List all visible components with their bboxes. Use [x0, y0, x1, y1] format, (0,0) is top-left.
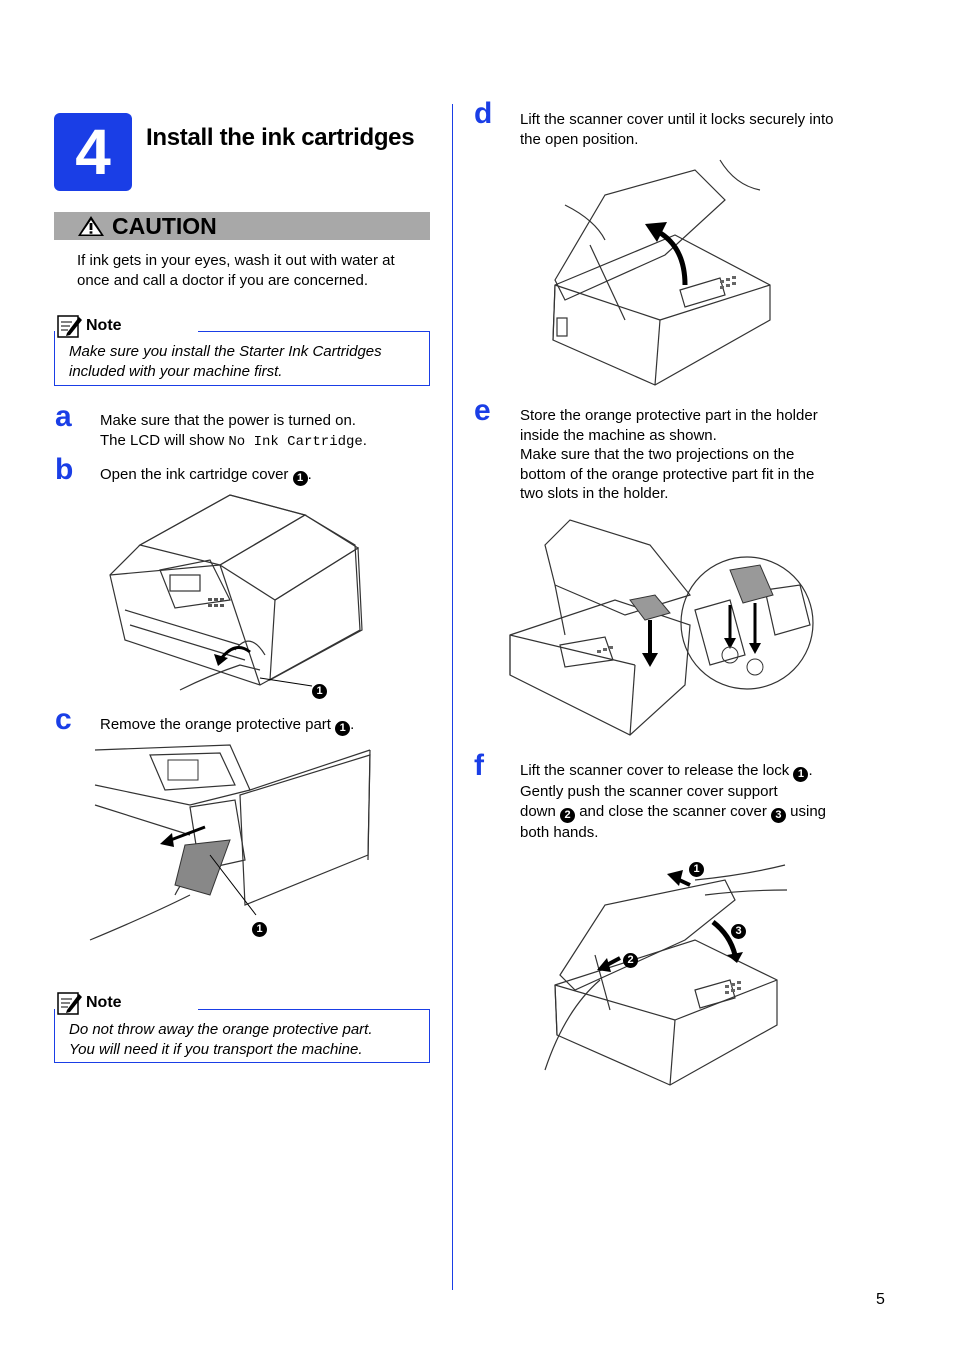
- figure-callout-f2: 2: [623, 953, 638, 968]
- step-letter-d: d: [474, 97, 493, 130]
- printer-illustration-f: [544, 864, 788, 1086]
- step-letter-e: e: [474, 394, 491, 427]
- step-e-text: Store the orange protective part in the …: [520, 407, 818, 502]
- circled-number-icon: 3: [770, 807, 786, 823]
- note-pencil-icon: [57, 992, 82, 1015]
- step-title: Install the ink cartridges: [146, 124, 415, 151]
- circled-number-icon: 1: [292, 471, 308, 486]
- caution-bar: CAUTION: [54, 212, 430, 240]
- step-d-text: Lift the scanner cover until it locks se…: [520, 111, 834, 148]
- note-header-2: Note: [57, 990, 122, 1016]
- printer-illustration-d: [552, 159, 771, 386]
- step-f-text: Lift the scanner cover to release the lo…: [520, 762, 827, 841]
- circled-number-icon: 1: [335, 721, 351, 736]
- note-pencil-icon: [57, 315, 82, 338]
- caution-label: CAUTION: [112, 212, 217, 239]
- column-divider: [452, 104, 453, 1290]
- figure-callout-b: 1: [312, 684, 327, 699]
- note-rule: [198, 331, 430, 332]
- page-number: 5: [876, 1291, 885, 1308]
- step-letter-c: c: [55, 703, 72, 736]
- note-box-2: Do not throw away the orange protective …: [54, 1009, 430, 1063]
- figure-callout-c: 1: [252, 922, 267, 937]
- step-letter-a: a: [55, 400, 72, 433]
- step-a-text: Make sure that the power is turned on. T…: [100, 412, 367, 450]
- printer-illustration-c: [89, 744, 371, 941]
- step-b-text: Open the ink cartridge cover 1.: [100, 466, 312, 486]
- step-number-badge: 4: [54, 113, 132, 191]
- note-header: Note: [57, 313, 122, 339]
- figure-callout-f1: 1: [689, 862, 704, 877]
- caution-text: If ink gets in your eyes, wash it out wi…: [77, 252, 395, 289]
- step-letter-f: f: [474, 749, 484, 782]
- printer-illustration-b: [109, 494, 363, 691]
- lcd-message: No Ink Cartridge: [228, 433, 363, 450]
- warning-triangle-icon: [78, 216, 104, 236]
- figure-callout-f3: 3: [731, 924, 746, 939]
- step-letter-b: b: [55, 453, 74, 486]
- note-box: Make sure you install the Starter Ink Ca…: [54, 331, 430, 386]
- circled-number-icon: 2: [560, 807, 576, 823]
- step-c-text: Remove the orange protective part 1.: [100, 716, 355, 736]
- circled-number-icon: 1: [793, 767, 809, 782]
- note-rule-2: [198, 1009, 430, 1010]
- printer-illustration-e: [509, 519, 814, 736]
